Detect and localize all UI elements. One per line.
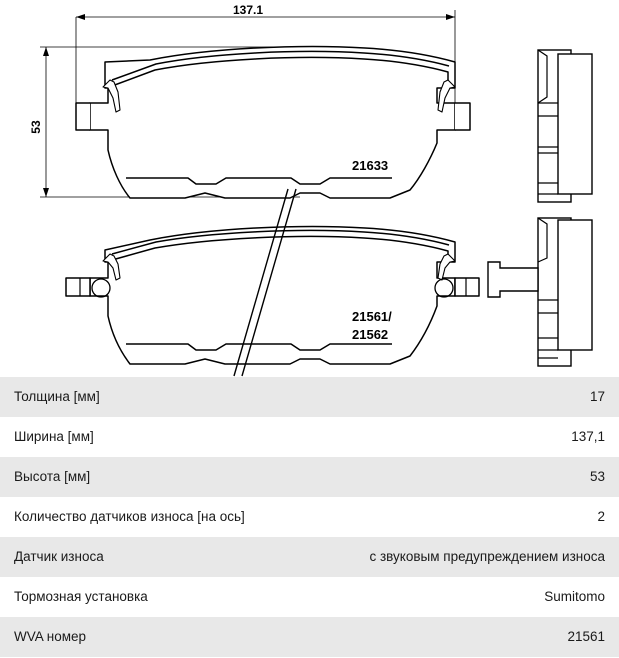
specifications-table-body: Толщина [мм] 17 Ширина [мм] 137,1 Высота… bbox=[0, 377, 619, 657]
lower-side-backing-plate bbox=[557, 219, 593, 351]
upper-pad-friction-top-edge bbox=[111, 56, 449, 87]
lower-pad-side-view bbox=[487, 217, 593, 367]
height-arrow-bottom bbox=[43, 188, 49, 197]
spec-label: Количество датчиков износа [на ось] bbox=[14, 509, 245, 524]
lower-pad-left-ear bbox=[65, 277, 91, 297]
spec-label: Высота [мм] bbox=[14, 469, 91, 484]
lower-pad-right-clip bbox=[437, 253, 456, 281]
lower-pad-right-sensor-boss bbox=[434, 278, 454, 298]
brake-pad-technical-drawing: 137.1 53 21633 bbox=[29, 3, 593, 377]
lower-pad-friction-outer-edge bbox=[111, 229, 450, 255]
table-row: Ширина [мм] 137,1 bbox=[0, 417, 619, 457]
wear-sensor-wire-edge-1 bbox=[241, 188, 297, 377]
spec-value: 2 bbox=[597, 509, 605, 524]
lower-pad-left-clip bbox=[102, 253, 121, 281]
width-arrow-left bbox=[76, 14, 85, 20]
width-dimension-label: 137.1 bbox=[233, 3, 263, 17]
spec-label: Тормозная установка bbox=[14, 589, 148, 604]
lower-side-chamfer bbox=[537, 217, 548, 263]
table-row: Высота [мм] 53 bbox=[0, 457, 619, 497]
lower-pad-friction-top-edge bbox=[111, 235, 449, 261]
table-row: WVA номер 21561 bbox=[0, 617, 619, 657]
upper-pad-left-ear bbox=[75, 102, 90, 131]
spec-value: с звуковым предупреждением износа bbox=[369, 549, 605, 564]
width-arrow-right bbox=[446, 14, 455, 20]
upper-pad-bottom-notch-line bbox=[126, 177, 392, 185]
upper-pad-left-clip bbox=[102, 79, 121, 113]
table-row: Датчик износа с звуковым предупреждением… bbox=[0, 537, 619, 577]
specifications-table: Толщина [мм] 17 Ширина [мм] 137,1 Высота… bbox=[0, 377, 619, 657]
lower-pad-right-ear bbox=[454, 277, 480, 297]
upper-pad-right-ear bbox=[455, 102, 471, 131]
upper-brake-pad-front-view bbox=[75, 45, 471, 199]
upper-pad-backing-plate bbox=[89, 45, 456, 199]
upper-pad-part-number: 21633 bbox=[352, 158, 388, 173]
wear-sensor-wire-edge-2 bbox=[233, 188, 289, 377]
height-dimension-label: 53 bbox=[29, 120, 43, 134]
lower-pad-part-number-line1: 21561/ bbox=[352, 309, 392, 324]
spec-value: Sumitomo bbox=[544, 589, 605, 604]
upper-side-backing-plate bbox=[557, 53, 593, 195]
spec-label: Толщина [мм] bbox=[14, 389, 100, 404]
table-row: Толщина [мм] 17 bbox=[0, 377, 619, 417]
upper-pad-side-view bbox=[537, 49, 593, 203]
lower-pad-backing-plate bbox=[89, 225, 456, 365]
table-row: Количество датчиков износа [на ось] 2 bbox=[0, 497, 619, 537]
spec-label: WVA номер bbox=[14, 629, 87, 644]
upper-side-chamfer bbox=[537, 49, 548, 104]
lower-pad-bottom-notch-line bbox=[126, 343, 392, 351]
spec-value: 17 bbox=[589, 389, 605, 404]
upper-pad-friction-outer-edge bbox=[111, 50, 450, 81]
lower-pad-left-sensor-boss bbox=[91, 278, 111, 298]
wear-sensor-wire bbox=[233, 188, 297, 377]
lower-brake-pad-front-view bbox=[65, 225, 480, 365]
lower-pad-part-number-line2: 21562 bbox=[352, 327, 388, 342]
spec-value: 21561 bbox=[567, 629, 605, 644]
spec-value: 137,1 bbox=[571, 429, 605, 444]
spec-value: 53 bbox=[589, 469, 605, 484]
table-row: Тормозная установка Sumitomo bbox=[0, 577, 619, 617]
spec-label: Датчик износа bbox=[14, 549, 104, 564]
lower-side-sensor-arm bbox=[487, 261, 539, 298]
spec-label: Ширина [мм] bbox=[14, 429, 94, 444]
height-arrow-top bbox=[43, 47, 49, 56]
upper-pad-right-clip bbox=[437, 79, 456, 113]
